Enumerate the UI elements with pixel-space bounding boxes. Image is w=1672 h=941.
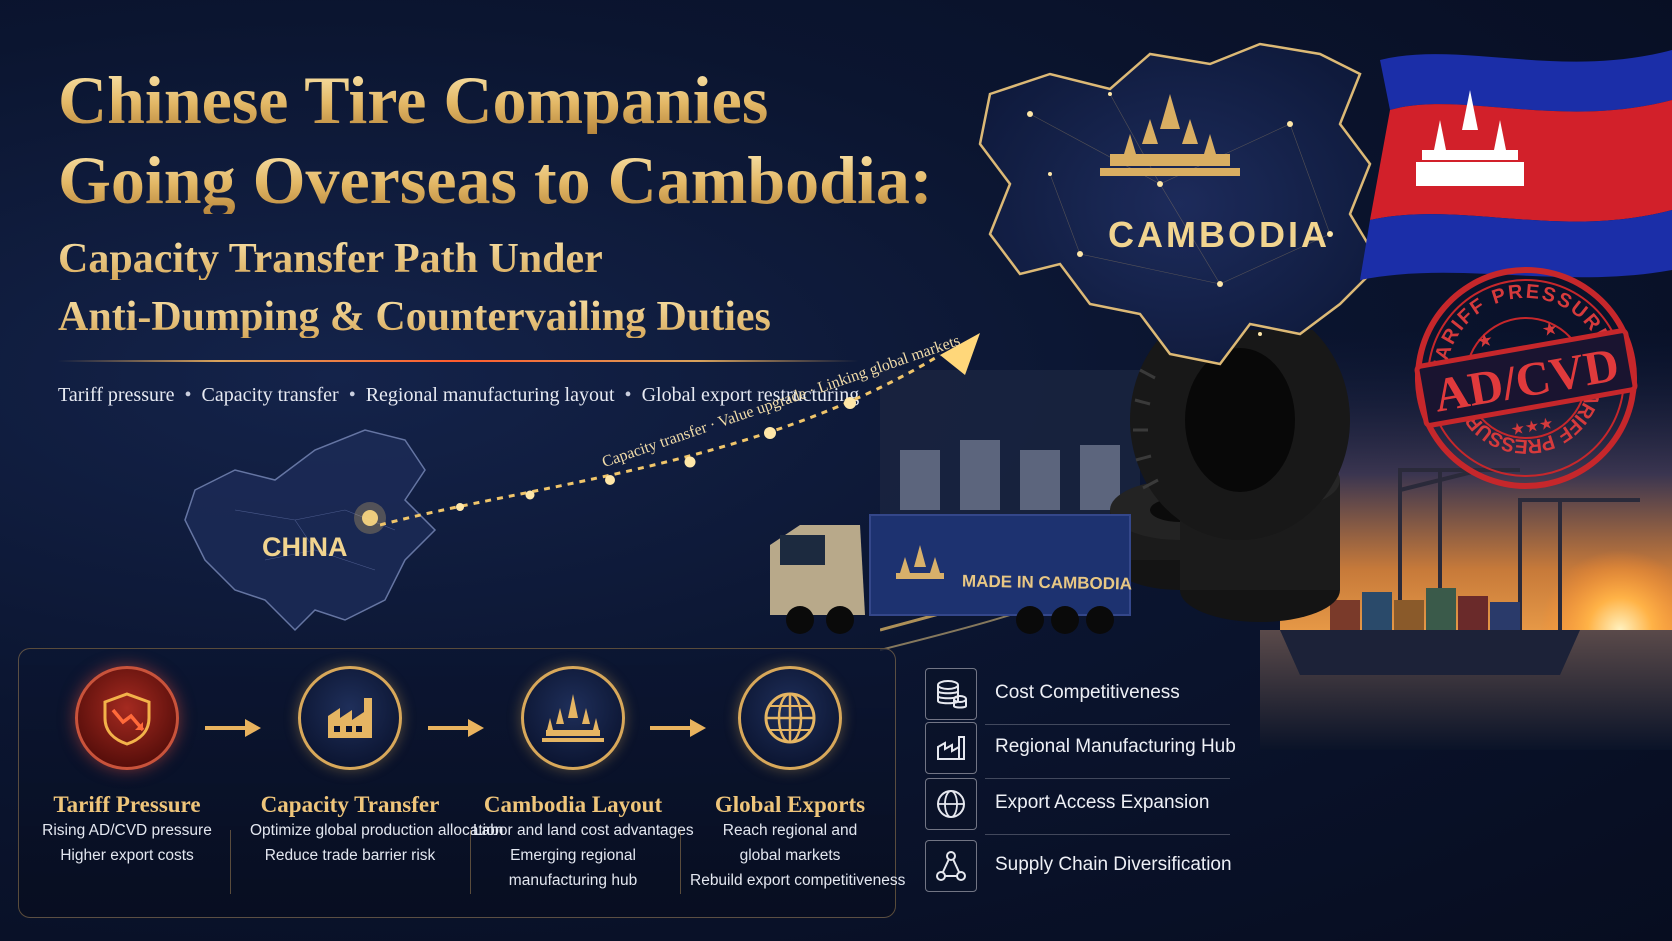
step-desc: manufacturing hub bbox=[508, 872, 638, 889]
globe-icon bbox=[937, 790, 965, 818]
tagline-item: Capacity transfer bbox=[201, 384, 339, 406]
ship-containers bbox=[1330, 588, 1520, 630]
benefit-label: Regional Manufacturing Hub bbox=[995, 736, 1236, 757]
factory-icon bbox=[328, 698, 372, 738]
benefit-label: Cost Competitiveness bbox=[995, 682, 1180, 703]
globe-icon bbox=[764, 692, 816, 744]
benefit-icon-box bbox=[925, 778, 977, 830]
page-title-line-1: Chinese Tire Companies bbox=[58, 62, 769, 138]
step-desc: Reduce trade barrier risk bbox=[264, 847, 436, 864]
page-subtitle-line-2: Anti-Dumping & Countervailing Duties bbox=[58, 294, 771, 340]
tagline-item: Tariff pressure bbox=[58, 384, 175, 406]
step-icon-circle bbox=[738, 666, 842, 770]
route-arrowhead bbox=[940, 333, 980, 375]
benefit-icon-box bbox=[925, 668, 977, 720]
step-desc: Reach regional and bbox=[722, 822, 858, 839]
tariff-shield-icon bbox=[103, 692, 151, 746]
step-title: Capacity Transfer bbox=[260, 792, 440, 817]
step-desc: Rising AD/CVD pressure bbox=[42, 822, 212, 839]
step-desc: Optimize global production allocation bbox=[250, 822, 504, 839]
benefit-label: Export Access Expansion bbox=[995, 792, 1210, 813]
benefit-regional-hub: Regional Manufacturing Hub bbox=[925, 722, 1236, 779]
cambodia-flag bbox=[1360, 50, 1672, 280]
step-divider bbox=[470, 830, 471, 894]
ad-cvd-stamp: TARIFF PRESSURE TARIFF PRESSURE AD/CVD ★… bbox=[1414, 266, 1638, 489]
cargo-ship bbox=[1280, 630, 1580, 675]
truck-trailer bbox=[869, 514, 1131, 616]
coins-icon bbox=[937, 680, 967, 709]
cambodia-map bbox=[978, 42, 1382, 366]
port-scene bbox=[880, 330, 1672, 750]
svg-text:★: ★ bbox=[1475, 329, 1494, 351]
truck-temple-icon bbox=[896, 545, 944, 579]
step-icon-circle bbox=[521, 666, 625, 770]
benefit-cost-competitiveness: Cost Competitiveness bbox=[925, 668, 1230, 725]
china-origin-dot bbox=[362, 510, 378, 526]
factory-icon bbox=[937, 736, 965, 760]
step-divider bbox=[680, 830, 681, 894]
cambodia-label: CAMBODIA bbox=[1108, 214, 1330, 255]
tagline: Tariff pressure•Capacity transfer•Region… bbox=[58, 384, 860, 406]
benefit-icon-box bbox=[925, 722, 977, 774]
arrow-right-icon bbox=[205, 719, 261, 737]
arrow-right-icon bbox=[650, 719, 706, 737]
tire-stack bbox=[1110, 330, 1350, 622]
truck-label: MADE IN CAMBODIA bbox=[961, 571, 1133, 594]
tagline-item: Regional manufacturing layout bbox=[365, 384, 615, 406]
step-title: Tariff Pressure bbox=[53, 792, 201, 817]
step-desc: global markets bbox=[739, 847, 841, 864]
step-desc: Rebuild export competitiveness bbox=[690, 872, 906, 889]
page-title-line-2: Going Overseas to Cambodia: bbox=[58, 142, 933, 218]
step-desc: Emerging regional bbox=[510, 847, 636, 864]
benefit-supply-chain: Supply Chain Diversification bbox=[925, 840, 1232, 892]
step-title: Cambodia Layout bbox=[483, 792, 663, 817]
transfer-route bbox=[380, 333, 980, 527]
step-icon-circle bbox=[75, 666, 179, 770]
svg-text:★: ★ bbox=[1540, 318, 1559, 340]
step-title: Global Exports bbox=[714, 792, 866, 817]
benefit-export-access: Export Access Expansion bbox=[925, 778, 1230, 835]
flag-temple-icon bbox=[1416, 90, 1524, 186]
step-capacity-transfer: Capacity Transfer Optimize global produc… bbox=[250, 666, 504, 868]
route-dots bbox=[456, 397, 856, 511]
step-icon-circle bbox=[298, 666, 402, 770]
china-map bbox=[184, 429, 437, 632]
title-divider bbox=[58, 360, 858, 362]
step-desc: Higher export costs bbox=[60, 847, 194, 864]
benefit-icon-box bbox=[925, 840, 977, 892]
tagline-item: Global export restructuring bbox=[641, 384, 860, 406]
step-global-exports: Global Exports Reach regional and global… bbox=[690, 666, 906, 893]
temple-icon bbox=[542, 694, 604, 742]
network-icon bbox=[936, 851, 966, 881]
truck bbox=[770, 514, 1131, 634]
step-divider bbox=[230, 830, 231, 894]
step-tariff-pressure: Tariff Pressure Rising AD/CVD pressure H… bbox=[27, 666, 227, 868]
angkor-temple-icon bbox=[1100, 94, 1240, 176]
arrow-right-icon bbox=[428, 719, 484, 737]
page-subtitle-line-1: Capacity Transfer Path Under bbox=[58, 236, 603, 282]
step-cambodia-layout: Cambodia Layout Labor and land cost adva… bbox=[473, 666, 694, 893]
benefit-label: Supply Chain Diversification bbox=[995, 854, 1232, 875]
step-desc: Labor and land cost advantages bbox=[473, 822, 694, 839]
china-label: CHINA bbox=[262, 532, 348, 562]
